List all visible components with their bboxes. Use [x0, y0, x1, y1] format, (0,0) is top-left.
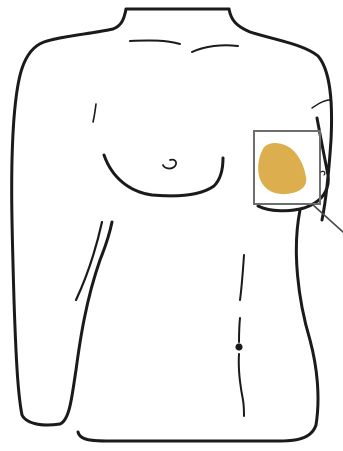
- torso-outline: [12, 9, 229, 425]
- right-nipple: [321, 171, 325, 175]
- left-breast-fold: [104, 155, 223, 196]
- chest-mark-left: [93, 104, 96, 122]
- collarbone-right: [192, 45, 238, 52]
- abdominal-line-lower: [239, 354, 244, 416]
- abdominal-line-mid: [239, 318, 240, 342]
- navel: [235, 343, 242, 350]
- nipple: [163, 160, 176, 169]
- highlighted-region: [258, 143, 306, 194]
- right-breast-top: [312, 100, 330, 108]
- abdominal-line-upper: [240, 255, 244, 300]
- right-side-outline: [78, 210, 318, 441]
- pointer-line: [312, 204, 343, 232]
- collarbone-left: [130, 40, 180, 44]
